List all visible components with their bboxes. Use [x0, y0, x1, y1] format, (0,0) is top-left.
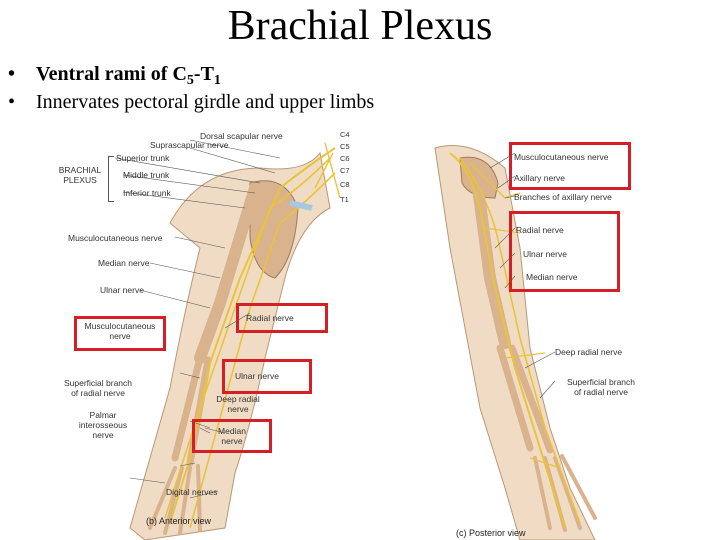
arm-drawing — [114, 139, 597, 540]
bullet-text: Innervates pectoral girdle and upper lim… — [36, 91, 375, 113]
bullet-item: • Ventral rami of C5-T1 — [8, 60, 374, 88]
highlight-box-ulnar-nerve — [222, 359, 312, 394]
subscript-t1: 1 — [213, 73, 221, 88]
anterior-view-caption: (b) Anterior view — [146, 516, 212, 526]
label-deep-radial-nerve-anterior: Deep radial nerve — [216, 394, 260, 414]
label-c8: C8 — [340, 180, 350, 189]
label-musculocutaneous-nerve-boxed: Musculocutaneous nerve — [84, 321, 156, 341]
bullet-text-mid: -T — [193, 63, 214, 85]
label-c5: C5 — [340, 142, 350, 151]
label-digital-nerves: Digital nerves — [166, 487, 218, 497]
bullet-list: • Ventral rami of C5-T1 • Innervates pecto… — [8, 60, 374, 116]
highlight-box-posterior-upper — [509, 142, 631, 190]
anterior-arm — [129, 142, 341, 540]
label-superficial-branch-radial-posterior: Superficial branch of radial nerve — [566, 377, 636, 397]
label-axillary-nerve: Axillary nerve — [514, 173, 566, 183]
label-superior-trunk: Superior trunk — [116, 153, 170, 163]
label-branches-of-axillary-nerve: Branches of axillary nerve — [514, 192, 612, 202]
label-median-nerve-posterior: Median nerve — [526, 272, 578, 282]
brachial-plexus-illustration: Dorsal scapular nerve Suprascapular nerv… — [50, 128, 650, 540]
label-ulnar-nerve-boxed: Ulnar nerve — [235, 371, 279, 381]
label-c7: C7 — [340, 166, 350, 175]
label-palmar-interosseous-nerve: Palmar interosseous nerve — [78, 410, 128, 440]
highlight-box-musculocutaneous-nerve — [74, 316, 166, 351]
label-median-nerve: Median nerve — [98, 258, 150, 268]
brachial-plexus-bracket — [108, 156, 114, 202]
bullet-marker: • — [8, 63, 16, 85]
bullet-text-prefix: Ventral rami of C — [36, 63, 187, 85]
label-t1: T1 — [340, 195, 349, 204]
label-radial-nerve: Radial nerve — [246, 313, 294, 323]
label-musculocutaneous-nerve-posterior: Musculocutaneous nerve — [514, 152, 609, 162]
label-c4: C4 — [340, 130, 350, 139]
label-inferior-trunk: Inferior trunk — [123, 188, 171, 198]
label-median-nerve-boxed: Median nerve — [218, 426, 246, 446]
label-dorsal-scapular-nerve: Dorsal scapular nerve — [200, 131, 283, 141]
label-brachial-plexus: BRACHIAL PLEXUS — [58, 165, 102, 185]
highlight-box-median-nerve — [192, 419, 272, 453]
slide-title: Brachial Plexus — [227, 3, 493, 49]
label-ulnar-nerve-posterior: Ulnar nerve — [523, 249, 567, 259]
highlight-box-radial-nerve — [236, 303, 328, 333]
leader-lines — [114, 139, 556, 499]
subscript-c5: 5 — [186, 73, 194, 88]
label-ulnar-nerve: Ulnar nerve — [100, 285, 144, 295]
label-superficial-branch-radial-anterior: Superficial branch of radial nerve — [63, 378, 133, 398]
label-suprascapular-nerve: Suprascapular nerve — [150, 140, 229, 150]
label-middle-trunk: Middle trunk — [123, 170, 170, 180]
label-radial-nerve-posterior: Radial nerve — [516, 225, 564, 235]
label-deep-radial-nerve-posterior: Deep radial nerve — [555, 347, 623, 357]
highlight-box-posterior-lower — [509, 211, 620, 292]
label-musculocutaneous-nerve: Musculocutaneous nerve — [68, 233, 163, 243]
posterior-view-caption: (c) Posterior view — [456, 528, 526, 538]
posterior-arm — [434, 145, 597, 540]
label-c6: C6 — [340, 154, 350, 163]
bullet-item: • Innervates pectoral girdle and upper li… — [8, 88, 374, 116]
bullet-marker: • — [8, 91, 16, 113]
